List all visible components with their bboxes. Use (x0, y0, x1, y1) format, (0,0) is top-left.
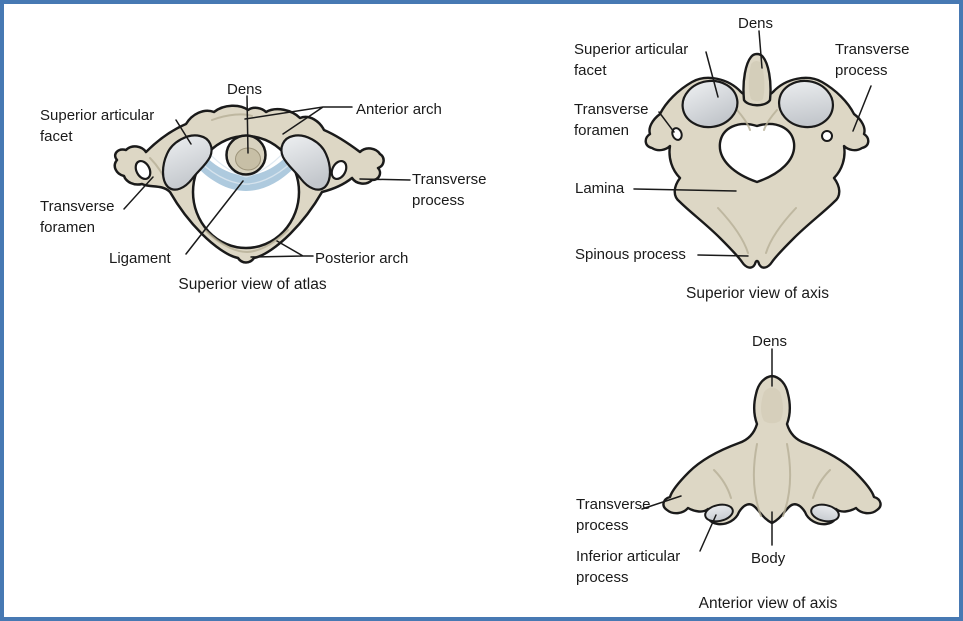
axis-superior-bone (644, 52, 870, 269)
label-dens-axis-superior: Dens (738, 15, 774, 32)
axis-right-facet (777, 79, 835, 129)
axis-superior-shading (717, 109, 797, 254)
atlas-left-transverse-foramen (134, 159, 152, 181)
label-transverse-process-atlas: Transverse process (412, 171, 487, 209)
caption-axis-superior: Superior view of axis (685, 285, 829, 302)
leader-line (244, 106, 353, 135)
label-superior-articular-facet-axis: Superior articular facet (574, 41, 689, 79)
leader-line (758, 30, 763, 69)
axis-anterior-contours (713, 443, 831, 517)
leader-line (641, 495, 682, 510)
axis-left-transverse-foramen (671, 127, 683, 141)
label-lamina: Lamina (575, 180, 625, 197)
label-dens-axis-anterior: Dens (752, 333, 788, 350)
label-transverse-process-axis-superior: Transverse process (835, 41, 910, 79)
axis-right-transverse-foramen (821, 130, 833, 142)
label-inferior-articular-process: Inferior articular process (576, 548, 681, 586)
atlas-shading (149, 113, 289, 253)
label-spinous-process: Spinous process (575, 246, 686, 263)
ligament-band (190, 140, 302, 191)
leader-line (697, 254, 749, 257)
axis-left-inferior-facet (704, 503, 734, 523)
leader-line (246, 95, 249, 154)
label-anterior-arch: Anterior arch (356, 101, 442, 118)
axis-right-inferior-facet (810, 503, 840, 523)
atlas-right-transverse-foramen (330, 159, 348, 181)
leader-line (699, 514, 717, 552)
leader-line (123, 176, 154, 210)
leader-line (633, 188, 737, 192)
label-posterior-arch: Posterior arch (315, 250, 409, 267)
label-transverse-foramen-atlas: Transverse foramen (40, 198, 115, 236)
leader-line (658, 111, 675, 133)
caption-atlas-superior: Superior view of atlas (178, 276, 327, 293)
label-dens-atlas: Dens (227, 81, 263, 98)
ligament-striations (198, 149, 294, 185)
caption-axis-anterior: Anterior view of axis (698, 595, 838, 612)
axis-anterior-leader-lines (641, 348, 773, 552)
label-transverse-foramen-axis: Transverse foramen (574, 101, 649, 139)
axis-superior-leader-lines (633, 30, 872, 257)
leader-line (175, 119, 192, 145)
leader-line (185, 180, 244, 255)
label-superior-articular-facet-atlas: Superior articular facet (40, 107, 155, 145)
atlas-leader-lines (123, 95, 411, 258)
atlas-bone (113, 104, 385, 264)
axis-anterior-bone (662, 374, 882, 526)
label-transverse-process-axis-anterior: Transverse process (576, 496, 651, 534)
leader-line (250, 240, 314, 258)
axis-anterior-shading (761, 387, 783, 424)
leader-line (705, 51, 719, 98)
axis-left-facet (681, 79, 739, 129)
label-ligament: Ligament (109, 250, 171, 267)
leader-line (852, 85, 872, 132)
atlas-left-facet (161, 134, 213, 191)
dens-shading (748, 61, 765, 102)
leader-line (359, 178, 411, 181)
label-body: Body (751, 550, 786, 567)
atlas-right-facet (280, 134, 332, 191)
